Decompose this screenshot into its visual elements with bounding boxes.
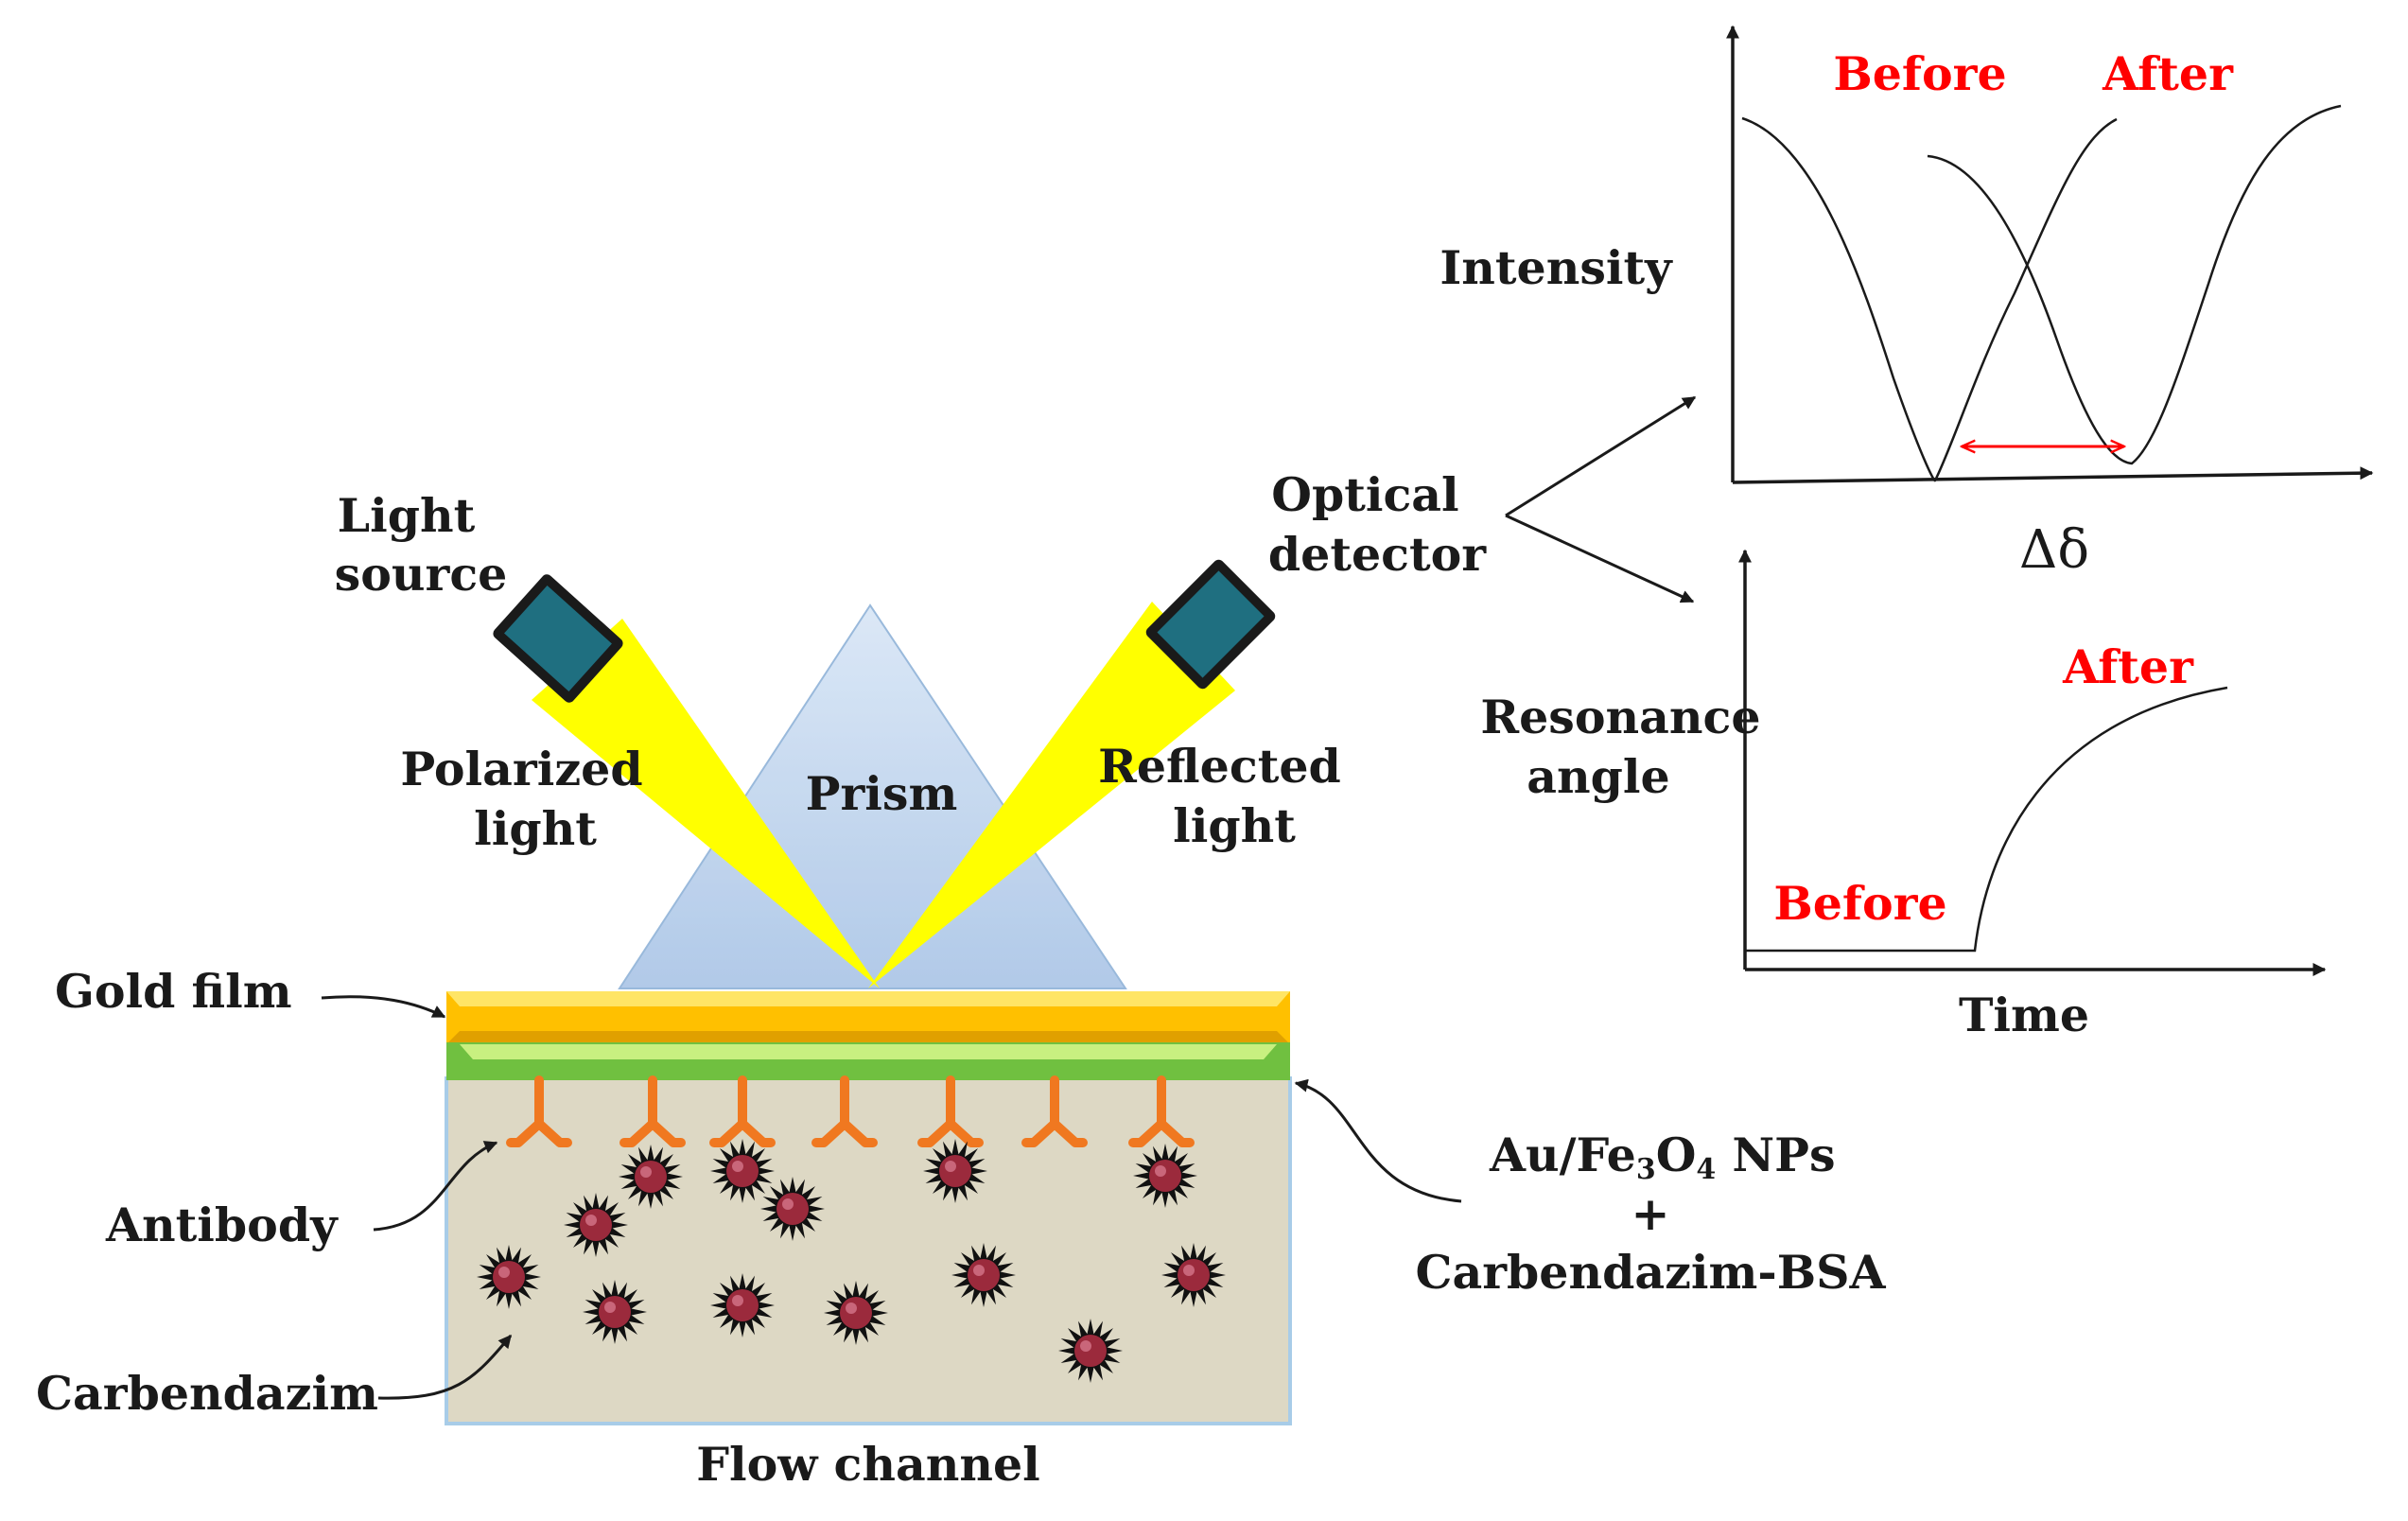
conjugate-pointer	[1294, 1078, 1462, 1203]
carbendazim-particle-icon	[619, 1145, 683, 1209]
intensity-x-axis	[1732, 466, 2374, 484]
intensity-graph: Intensity Before After Δδ	[1440, 25, 2374, 581]
resonance-graph: Resonance angle Time Before After	[1480, 549, 2327, 1042]
conjugate-label-line1: Au/Fe3O4 NPs	[1489, 1128, 1836, 1186]
gold-film-pointer	[321, 995, 446, 1019]
sensorgram-curve	[1745, 686, 2228, 953]
reflected-beam	[868, 602, 1235, 988]
carbendazim-particle-icon	[1133, 1144, 1197, 1208]
gold-film	[446, 991, 1290, 1044]
optical-detector-emitter	[1145, 559, 1276, 690]
polarized-light-label: Polarized light	[400, 742, 658, 856]
carbendazim-particle-icon	[1058, 1319, 1123, 1383]
antibody-label: Antibody	[105, 1198, 339, 1252]
carbendazim-particle-icon	[923, 1139, 987, 1203]
top-after-label: After	[2102, 46, 2234, 101]
curve-before	[1741, 116, 2118, 482]
antibody-icon	[506, 1075, 572, 1147]
carbendazim-particle-icon	[1161, 1243, 1226, 1307]
gold-film-label: Gold film	[55, 964, 292, 1019]
optical-detector-label: Optical detector	[1268, 467, 1487, 582]
detector-branch-up	[1505, 395, 1697, 517]
carbendazim-particles	[477, 1139, 1226, 1383]
conjugate-plus: +	[1631, 1186, 1669, 1241]
time-xlabel: Time	[1959, 988, 2089, 1042]
carbendazim-particle-icon	[710, 1273, 775, 1337]
carbendazim-particle-icon	[710, 1139, 775, 1203]
light-source-label: Light source	[335, 488, 508, 602]
shift-symbol: Δδ	[2019, 519, 2089, 581]
antibody-icon	[709, 1075, 776, 1147]
carbendazim-particle-icon	[951, 1243, 1016, 1307]
conjugate-label-line3: Carbendazim-BSA	[1415, 1245, 1886, 1300]
antibody-icon	[917, 1075, 984, 1147]
carbendazim-pointer	[377, 1334, 513, 1400]
reflected-light-label: Reflected light	[1098, 739, 1357, 853]
bottom-before-label: Before	[1773, 876, 1946, 931]
carbendazim-particle-icon	[760, 1177, 825, 1241]
curve-after	[1927, 104, 2342, 465]
linker-layer	[446, 1042, 1290, 1080]
carbendazim-particle-icon	[824, 1281, 888, 1345]
flow-channel-label: Flow channel	[696, 1437, 1040, 1492]
bottom-after-label: After	[2062, 639, 2194, 694]
carbendazim-particle-icon	[583, 1280, 647, 1344]
carbendazim-particle-icon	[477, 1245, 541, 1309]
intensity-ylabel: Intensity	[1440, 240, 1673, 295]
carbendazim-label: Carbendazim	[36, 1366, 378, 1421]
antibody-icon	[1128, 1075, 1195, 1147]
detector-branch-down	[1505, 514, 1695, 603]
light-source-emitter	[493, 574, 623, 703]
top-before-label: Before	[1833, 46, 2006, 101]
carbendazim-particle-icon	[564, 1193, 628, 1257]
antibody-icon	[619, 1075, 686, 1147]
incident-beam	[532, 619, 880, 988]
resonance-ylabel: Resonance angle	[1480, 690, 1776, 804]
antibody-icon	[1021, 1075, 1088, 1147]
antibody-pointer	[373, 1141, 498, 1232]
prism-label: Prism	[806, 766, 958, 821]
antibody-row	[506, 1075, 1195, 1147]
antibody-icon	[811, 1075, 878, 1147]
